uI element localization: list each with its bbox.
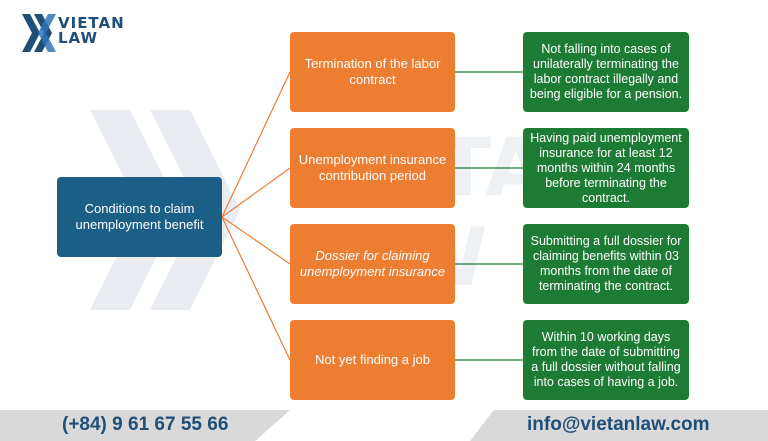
condition-node-contribution-period: Unemployment insurance contribution peri… [290, 128, 455, 208]
condition-label: Not yet finding a job [315, 352, 430, 367]
description-text: Submitting a full dossier for claiming b… [530, 234, 682, 293]
description-node-termination: Not falling into cases of unilaterally t… [523, 32, 689, 112]
description-node-contribution-period: Having paid unemployment insurance for a… [523, 128, 689, 208]
condition-label: Dossier for claiming unemployment insura… [299, 248, 446, 279]
root-node: Conditions to claim unemployment benefit [57, 177, 222, 257]
connector-root-to-condition-1 [221, 71, 291, 218]
footer: (+84) 9 61 67 55 66 info@vietanlaw.com [0, 410, 768, 441]
condition-node-not-finding-job: Not yet finding a job [290, 320, 455, 400]
description-text: Having paid unemployment insurance for a… [530, 130, 682, 205]
footer-band-left [0, 410, 290, 441]
logo-text-line2: LAW [58, 29, 99, 47]
description-node-not-finding-job: Within 10 working days from the date of … [523, 320, 689, 400]
connector-root-to-condition-3 [221, 216, 291, 265]
connector-root-to-condition-4 [221, 216, 291, 361]
vietan-logo-icon [22, 14, 56, 52]
footer-band-right [470, 410, 768, 441]
condition-node-termination: Termination of the labor contract [290, 32, 455, 112]
description-text: Not falling into cases of unilaterally t… [529, 42, 683, 101]
description-node-dossier: Submitting a full dossier for claiming b… [523, 224, 689, 304]
description-text: Within 10 working days from the date of … [531, 330, 681, 389]
connector-root-to-condition-2 [221, 167, 291, 218]
condition-node-dossier: Dossier for claiming unemployment insura… [290, 224, 455, 304]
condition-label: Termination of the labor contract [304, 56, 441, 87]
footer-phone: (+84) 9 61 67 55 66 [62, 414, 229, 435]
root-node-label: Conditions to claim unemployment benefit [75, 201, 204, 232]
footer-email: info@vietanlaw.com [527, 414, 710, 435]
logo-text-line1: VIETAN [58, 14, 125, 32]
condition-label: Unemployment insurance contribution peri… [298, 152, 447, 183]
